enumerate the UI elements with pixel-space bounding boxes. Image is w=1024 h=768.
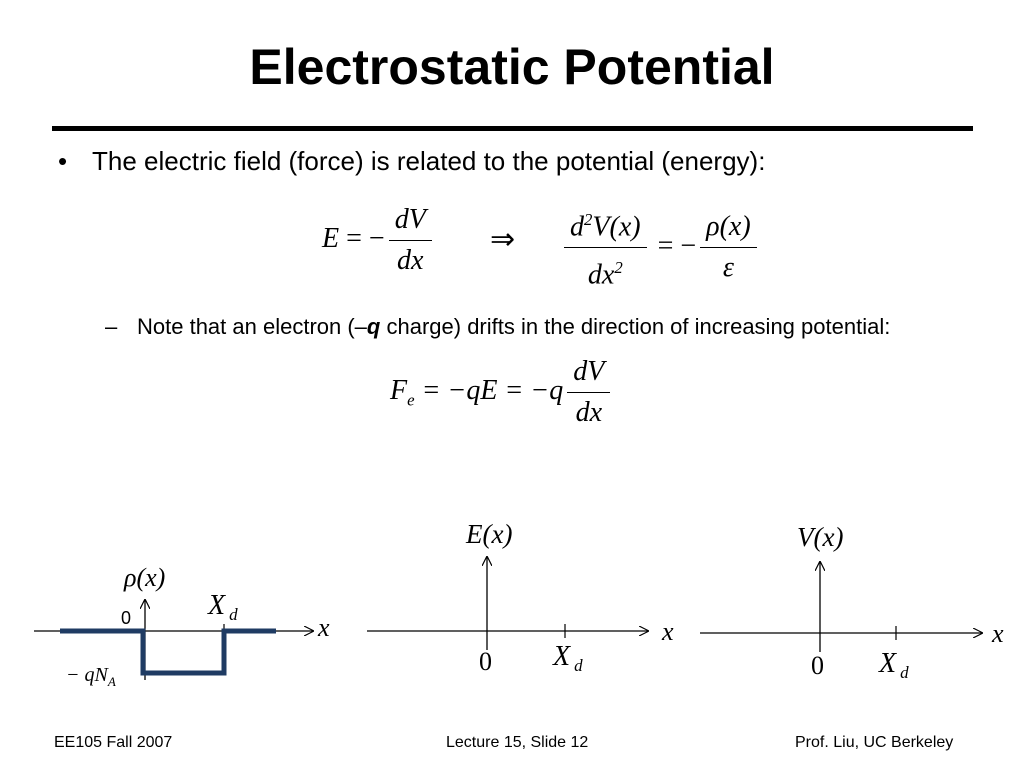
eq2-denominator: dx2 <box>564 248 647 295</box>
eq1-numerator: dV <box>388 200 432 241</box>
vpot-x-label: x <box>991 619 1004 648</box>
equation-field: E = −dV dx <box>322 200 436 281</box>
eq2-den-dx: dx <box>587 259 615 291</box>
sub-bullet-marker: – <box>105 314 118 339</box>
implies-arrow: ⇒ <box>490 223 516 256</box>
bullet-1-text: The electric field (force) is related to… <box>92 146 766 176</box>
eq2-fraction-right: ρ(x)ε <box>700 207 757 288</box>
bullet-marker: • <box>58 146 68 176</box>
rho-x-label: x <box>317 613 330 642</box>
rho-label: ρ(x) <box>123 563 165 592</box>
eq1-lhs: E <box>322 222 340 254</box>
rho-profile <box>60 628 276 676</box>
eq2-num-rest: V(x) <box>592 211 641 243</box>
title-rule <box>52 126 973 131</box>
eq2-den-sup: 2 <box>614 258 623 278</box>
equation-poisson: d2V(x)dx2 = −ρ(x)ε <box>560 200 761 296</box>
slide-title: Electrostatic Potential <box>249 39 775 95</box>
eq1-fraction: dV dx <box>388 200 432 281</box>
eq2-num-d: d <box>570 211 584 243</box>
eq3-middle: = −qE = −q <box>414 374 564 406</box>
eq3-fraction: dV dx <box>567 352 611 433</box>
sub-bullet-1-text: Note that an electron (–q charge) drifts… <box>137 310 935 343</box>
footer-slide-number: Lecture 15, Slide 12 <box>446 734 589 751</box>
efield-label: E(x) <box>465 519 512 549</box>
efield-zero-label: 0 <box>479 647 492 676</box>
eq3-numerator: dV <box>567 352 611 393</box>
sub-text-pre: Note that an electron (– <box>137 314 367 339</box>
footer-course: EE105 Fall 2007 <box>54 734 173 751</box>
bullet-1: • The electric field (force) is related t… <box>58 146 765 177</box>
footer-author: Prof. Liu, UC Berkeley <box>795 734 954 751</box>
eq3-F: Fe <box>390 374 415 410</box>
sub-text-q: q <box>366 314 381 339</box>
vpot-label: V(x) <box>797 522 843 552</box>
rho-zero-label: 0 <box>121 608 131 628</box>
eq2-numerator: d2V(x) <box>564 200 647 249</box>
eq3-F-sub: e <box>407 390 415 410</box>
sub-text-post: charge) drifts in the direction of incre… <box>380 314 891 339</box>
vpot-zero-label: 0 <box>811 651 824 680</box>
eq1-denominator: dx <box>397 245 424 276</box>
eq2-rhs-denominator: ε <box>722 252 734 284</box>
eq2-rhs-numerator: ρ(x) <box>700 207 757 249</box>
sub-bullet-1: – Note that an electron (–q charge) drif… <box>105 310 935 343</box>
eq3-denominator: dx <box>575 397 603 428</box>
efield-x-label: x <box>661 617 674 646</box>
eq1-equals: = − <box>339 222 385 254</box>
rho-neg-label: − qNA <box>66 664 116 689</box>
eq2-equals: = − <box>650 230 697 262</box>
eq2-fraction-left: d2V(x)dx2 <box>564 200 647 296</box>
eq2-num-sup: 2 <box>584 210 593 229</box>
eq3-F-letter: F <box>390 374 408 406</box>
